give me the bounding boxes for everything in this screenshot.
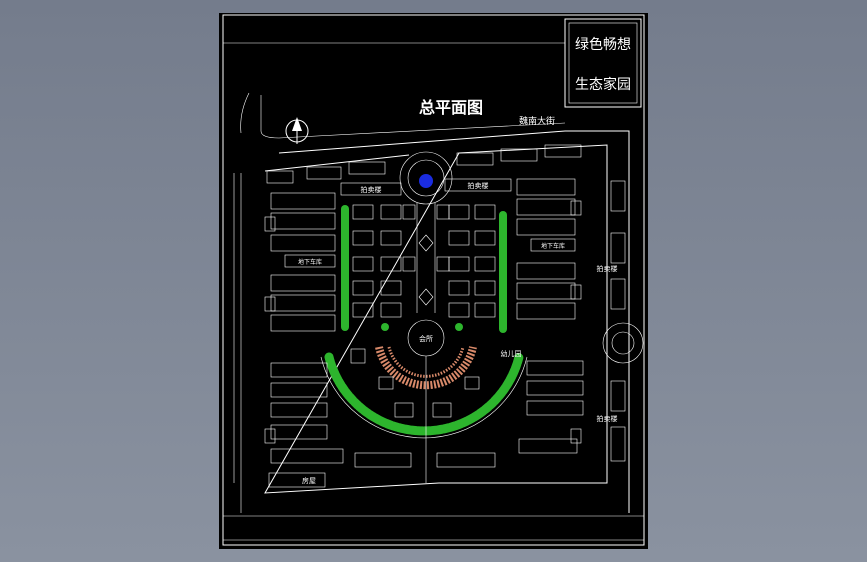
street-label: 魏南大街 bbox=[519, 115, 555, 127]
label-shop-right-mid: 拍卖楼 bbox=[597, 264, 618, 273]
label-room-bottom-left: 房屋 bbox=[302, 476, 316, 485]
title-block bbox=[564, 18, 642, 108]
label-kindergarten: 幼儿园 bbox=[501, 349, 522, 358]
site-boundary bbox=[264, 144, 608, 494]
drawing-title: 总平面图 bbox=[419, 98, 483, 117]
left-buildings bbox=[264, 192, 336, 332]
drawing-sheet: 绿色畅想 生态家园 总平面图 魏南大街 bbox=[219, 13, 648, 549]
label-garage-right: 地下车库 bbox=[541, 242, 565, 250]
label-garage-left: 地下车库 bbox=[298, 258, 322, 266]
label-club: 会所 bbox=[419, 334, 433, 343]
tree-rows bbox=[341, 205, 507, 333]
north-arrow-icon bbox=[285, 117, 309, 144]
central-villas bbox=[352, 204, 496, 318]
tree-arc bbox=[324, 352, 524, 436]
label-shop-right-low: 拍卖楼 bbox=[597, 414, 618, 423]
site-plan-drawing: 绿色畅想 生态家园 总平面图 魏南大街 bbox=[222, 14, 645, 546]
label-shop-top-left: 拍卖楼 bbox=[361, 185, 382, 194]
label-shop-top-right: 拍卖楼 bbox=[468, 181, 489, 190]
sheet-border bbox=[222, 14, 645, 546]
lower-buildings bbox=[264, 348, 626, 468]
title-block-line1: 绿色畅想 bbox=[575, 36, 631, 53]
right-buildings bbox=[516, 178, 626, 320]
title-block-line2: 生态家园 bbox=[575, 76, 631, 93]
fountain bbox=[419, 174, 433, 188]
plaza-seating bbox=[375, 346, 477, 390]
